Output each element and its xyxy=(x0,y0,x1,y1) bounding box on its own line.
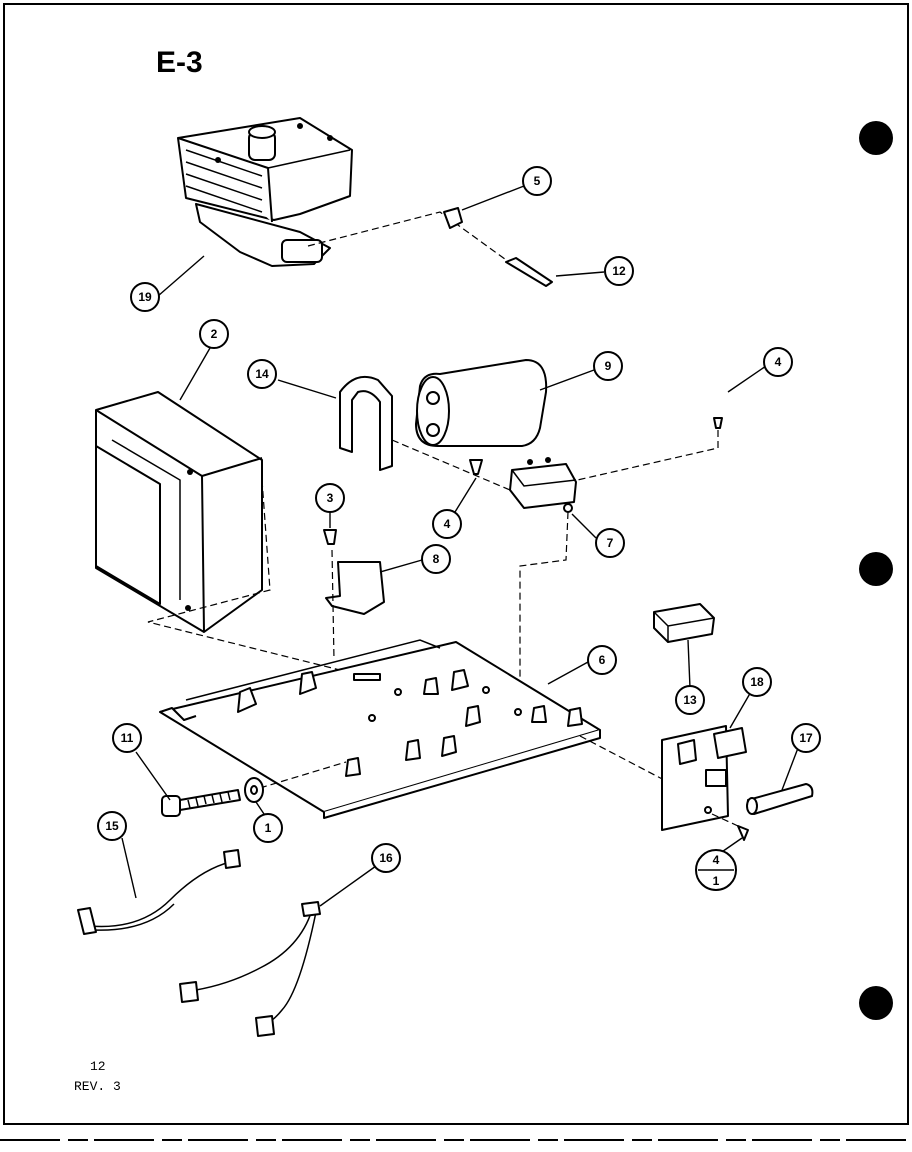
callout-14: 14 xyxy=(247,359,277,389)
svg-text:3: 3 xyxy=(327,491,334,505)
svg-text:13: 13 xyxy=(683,693,697,707)
svg-text:4: 4 xyxy=(713,853,720,867)
magnetron-part xyxy=(177,117,353,267)
callout-9: 9 xyxy=(593,351,623,381)
base-plate-part xyxy=(159,639,601,819)
svg-text:5: 5 xyxy=(534,174,541,188)
screw-part-4b xyxy=(469,459,483,475)
diagram-title: E-3 xyxy=(156,46,203,79)
wire-harness-16 xyxy=(179,901,321,1037)
page-frame xyxy=(3,3,909,1125)
callout-4b: 4 xyxy=(432,509,462,539)
clip-part xyxy=(443,207,463,229)
callout-16: 16 xyxy=(371,843,401,873)
callout-17: 17 xyxy=(791,723,821,753)
callout-7: 7 xyxy=(595,528,625,558)
callout-1: 1 xyxy=(253,813,283,843)
fuse-part xyxy=(746,783,814,815)
svg-text:7: 7 xyxy=(607,536,614,550)
svg-text:4: 4 xyxy=(775,355,782,369)
washer-part xyxy=(244,777,264,803)
svg-text:2: 2 xyxy=(211,327,218,341)
cutout-dash-line xyxy=(331,549,335,661)
callout-2: 2 xyxy=(199,319,229,349)
screw-part-3 xyxy=(323,529,337,545)
board-screw-dash xyxy=(711,813,739,827)
svg-text:9: 9 xyxy=(605,359,612,373)
callout-12: 12 xyxy=(604,256,634,286)
callout-5: 5 xyxy=(522,166,552,196)
binder-hole-bottom xyxy=(859,986,893,1020)
svg-text:11: 11 xyxy=(121,731,134,745)
thermal-cutout-part xyxy=(325,561,385,615)
callout-4a: 4 xyxy=(763,347,793,377)
binder-hole-top xyxy=(859,121,893,155)
svg-text:8: 8 xyxy=(433,552,440,566)
fuse-cover-edge xyxy=(653,611,715,642)
binder-hole-middle xyxy=(859,552,893,586)
svg-text:15: 15 xyxy=(105,819,119,833)
callout-18: 18 xyxy=(742,667,772,697)
relay-part xyxy=(509,457,577,513)
svg-text:18: 18 xyxy=(750,675,764,689)
svg-text:12: 12 xyxy=(612,264,626,278)
relay-dash-line xyxy=(519,511,569,706)
leader-lines xyxy=(121,185,799,907)
board-screw-part xyxy=(737,825,749,841)
callout-8: 8 xyxy=(421,544,451,574)
split-callout-4-over-1: 4 1 xyxy=(695,849,737,891)
callout-3: 3 xyxy=(315,483,345,513)
capacitor-dash-line xyxy=(391,439,511,491)
transformer-dash-line xyxy=(147,479,381,681)
svg-text:14: 14 xyxy=(255,367,269,381)
callout-19: 19 xyxy=(130,282,160,312)
svg-text:1: 1 xyxy=(713,874,720,888)
page-number: 12 xyxy=(90,1059,106,1074)
screw-part-4a xyxy=(713,417,723,429)
callout-13: 13 xyxy=(675,685,705,715)
screw-4a-dash xyxy=(559,430,719,485)
strap-bracket-part xyxy=(339,376,393,471)
transformer-part xyxy=(95,391,263,633)
wire-harness-15 xyxy=(77,849,241,935)
probe-part xyxy=(505,257,553,287)
plate-right-dash xyxy=(579,735,669,783)
revision-label: REV. 3 xyxy=(74,1079,121,1094)
svg-text:4: 4 xyxy=(444,517,451,531)
capacitor-part xyxy=(415,359,548,447)
svg-text:19: 19 xyxy=(138,290,152,304)
callout-15: 15 xyxy=(97,811,127,841)
plate-left-dash xyxy=(259,761,347,789)
svg-text:16: 16 xyxy=(379,851,393,865)
svg-text:6: 6 xyxy=(599,653,606,667)
magnetron-dash-line xyxy=(307,211,521,271)
fuse-board-part xyxy=(661,725,747,831)
callout-11: 11 xyxy=(112,723,142,753)
callout-6: 6 xyxy=(587,645,617,675)
svg-text:1: 1 xyxy=(265,821,272,835)
long-screw-part xyxy=(161,789,241,817)
svg-text:17: 17 xyxy=(799,731,813,745)
